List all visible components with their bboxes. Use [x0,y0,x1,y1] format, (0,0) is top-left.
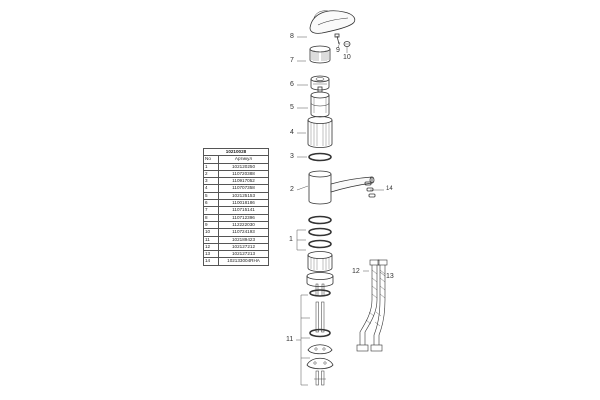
part-nut [310,75,330,91]
row-article: 102127213 [218,250,269,259]
callout-5: 5 [290,104,294,111]
part-cartridge [310,86,330,118]
row-number: 13 [203,250,219,259]
callout-3: 3 [290,153,294,160]
row-article: 110712396 [218,213,269,222]
part-mounting-kit [306,283,334,386]
column-header-no: No [203,155,219,164]
row-article: 110724193 [218,228,269,237]
callout-1: 1 [289,236,293,243]
row-number: 12 [203,242,219,252]
row-article: 102189423 [218,235,269,244]
callout-4: 4 [290,129,294,136]
row-number: 1 [203,162,219,171]
callout-9: 9 [336,47,340,54]
callout-7: 7 [290,57,294,64]
callout-6: 6 [290,81,294,88]
row-number: 7 [203,206,219,215]
row-article: 102127212 [218,242,269,252]
column-header-article: Артикул [218,155,269,164]
leader-lines [296,36,386,386]
row-number: 5 [203,191,219,201]
row-number: 2 [203,169,219,179]
part-flexible-hoses [356,259,388,352]
part-base-body [306,251,334,287]
row-number: 4 [203,184,219,193]
row-number: 9 [203,220,219,230]
row-article: 102125153 [218,191,269,201]
callout-14: 14 [386,186,393,192]
callout-10: 10 [343,54,351,61]
row-article: 102133004RHA [218,257,269,266]
part-screw [334,33,340,45]
row-article: 112222030 [218,220,269,230]
part-spout [308,170,375,205]
row-number: 3 [203,177,219,186]
row-number: 6 [203,199,219,208]
callout-2: 2 [290,186,294,193]
row-number: 14 [203,257,219,266]
row-article: 110018186 [218,199,269,208]
part-screw-cap [343,41,351,47]
row-article: 110715141 [218,206,269,215]
part-seal-rings [308,215,332,249]
callout-12: 12 [352,268,360,275]
row-number: 8 [203,213,219,222]
parts-table-title: 10210028 [203,147,269,157]
row-number: 10 [203,228,219,237]
part-lever-handle [309,10,356,34]
row-article: 110707358 [218,184,269,193]
callout-8: 8 [290,33,294,40]
row-article: 110720388 [218,169,269,179]
part-o-ring-3 [308,152,332,162]
part-body-sleeve [307,116,333,148]
row-article: 102120250 [218,162,269,171]
callout-13: 13 [386,273,394,280]
row-article: 110917052 [218,177,269,186]
part-aerator [364,181,376,198]
row-number: 11 [203,235,219,244]
part-decorative-ring [309,45,331,64]
callout-11: 11 [286,336,294,343]
